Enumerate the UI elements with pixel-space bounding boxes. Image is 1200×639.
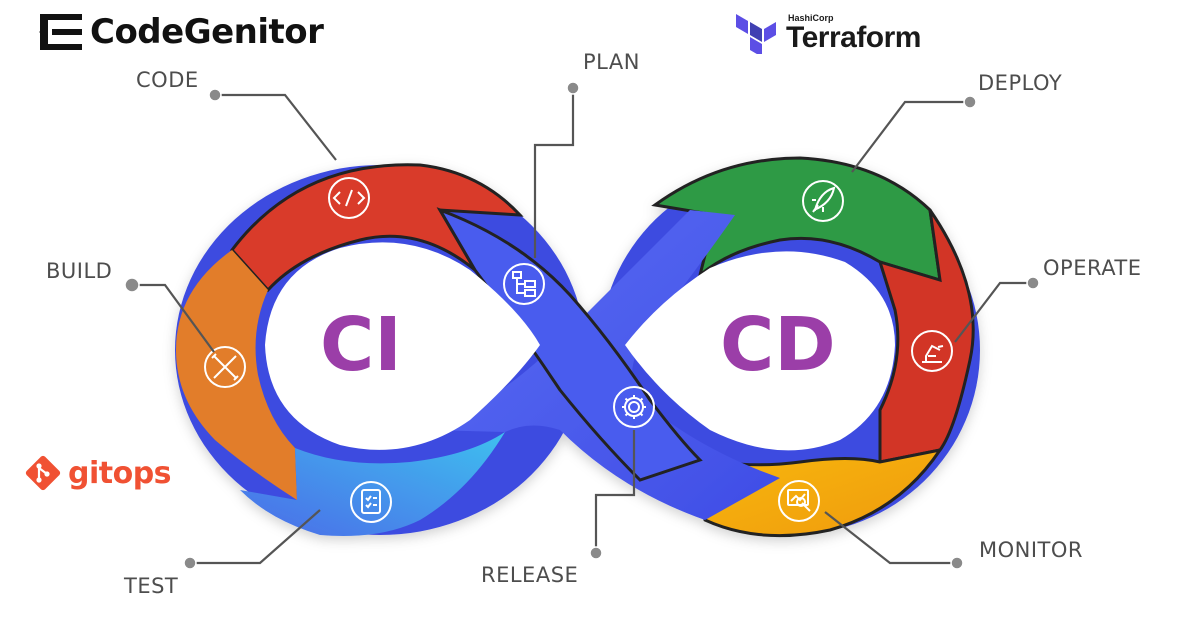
test-connector-dot: [183, 556, 197, 570]
code-segment: [230, 163, 524, 293]
stage-label-monitor: MONITOR: [979, 538, 1083, 562]
codegenitor-logo-icon: [39, 14, 82, 50]
release-connector-dot: [589, 546, 603, 560]
flowchart-icon: [503, 263, 545, 305]
operate-connector: [954, 281, 1033, 343]
build-segment: [176, 250, 297, 500]
plan-connector: [533, 88, 575, 258]
terraform-logo: HashiCorp Terraform: [736, 12, 921, 54]
stage-label-test: TEST: [124, 574, 179, 598]
gitops-logo: gitops: [24, 454, 172, 492]
tools-icon: [204, 346, 246, 388]
codegenitor-brand: CodeGenitor: [38, 12, 324, 52]
brand-name: CodeGenitor: [90, 12, 324, 52]
stage-label-deploy: DEPLOY: [978, 71, 1063, 95]
stage-label-operate: OPERATE: [1043, 256, 1142, 280]
build-connector: [132, 283, 215, 353]
robot-arm-icon: [911, 330, 953, 372]
gear-icon: [613, 386, 655, 428]
cd-label: CD: [720, 302, 836, 388]
operate-segment: [877, 209, 975, 464]
code-connector: [215, 93, 337, 161]
terraform-corp: HashiCorp: [788, 12, 834, 23]
gitops-name: gitops: [68, 455, 172, 491]
git-logo-icon: [25, 455, 61, 491]
stage-label-build: BUILD: [46, 259, 113, 283]
code-connector-dot: [208, 88, 222, 102]
ci-hole: [265, 242, 540, 450]
monitor-connector-dot: [950, 556, 964, 570]
ci-label: CI: [320, 302, 402, 388]
release-connector: [594, 430, 636, 553]
monitor-connector: [824, 511, 957, 565]
deploy-connector: [851, 100, 970, 173]
monitor-chart-icon: [778, 480, 820, 522]
operate-connector-dot: [1026, 276, 1040, 290]
stage-label-code: CODE: [136, 68, 199, 92]
rocket-icon: [802, 180, 844, 222]
clipboard-checklist-icon: [350, 481, 392, 523]
terraform-logo-icon: [736, 14, 776, 54]
stage-label-plan: PLAN: [583, 50, 640, 74]
code-icon: [328, 177, 370, 219]
cd-hole: [625, 251, 895, 451]
deploy-connector-dot: [963, 95, 977, 109]
terraform-name: Terraform: [786, 20, 921, 54]
test-segment: [240, 432, 505, 536]
stage-label-release: RELEASE: [481, 563, 579, 587]
test-connector: [190, 509, 321, 565]
build-connector-dot: [124, 277, 140, 293]
plan-connector-dot: [566, 81, 580, 95]
